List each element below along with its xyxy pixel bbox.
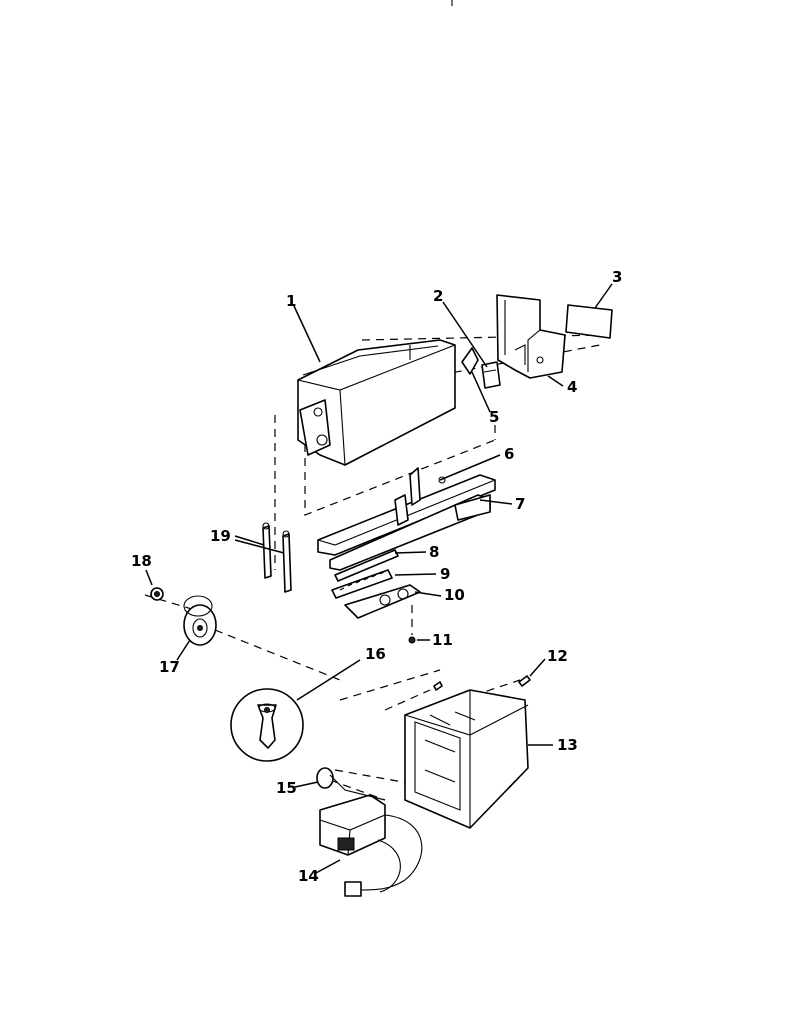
callout-8: 8	[429, 543, 439, 561]
callout-3: 3	[612, 268, 622, 286]
callout-10: 10	[444, 586, 465, 604]
callout-19: 19	[210, 527, 231, 545]
callout-18: 18	[131, 552, 152, 570]
callout-1: 1	[286, 292, 296, 310]
callout-16: 16	[365, 645, 386, 663]
part-6-auger-bar	[317, 467, 496, 556]
part-17-wheel	[183, 595, 217, 646]
callout-11: 11	[432, 631, 453, 649]
part-15-gear	[316, 767, 386, 801]
callout-6: 6	[504, 445, 514, 463]
part-3-cover-plate	[565, 304, 613, 339]
callout-labels: 1 2 3 4 5 6 7 8 9 10 11 12 13 14 15 16 1…	[131, 268, 622, 885]
assembly-guide-lines	[144, 334, 601, 801]
callout-5: 5	[489, 408, 499, 426]
callout-7: 7	[515, 495, 525, 513]
callout-4: 4	[567, 378, 577, 396]
part-11-screw	[408, 636, 416, 644]
part-13-motor-housing	[404, 689, 529, 829]
part-7-slide-bar	[329, 494, 491, 571]
callout-15: 15	[276, 779, 297, 797]
part-10-mounting-plate	[344, 584, 421, 619]
callout-17: 17	[159, 658, 180, 676]
part-12-screws	[433, 675, 531, 691]
part-1-ice-bin	[297, 339, 456, 466]
callout-2: 2	[433, 287, 443, 305]
part-5-clip	[461, 347, 479, 375]
part-18-nut	[150, 587, 164, 601]
part-4-end-housing	[496, 294, 566, 379]
callout-12: 12	[547, 647, 568, 665]
part-8-rod	[334, 549, 399, 582]
callout-13: 13	[557, 736, 578, 754]
part-9-spring	[331, 569, 393, 599]
callout-14: 14	[298, 867, 319, 885]
part-19-rods	[262, 522, 292, 593]
part-16-detail-bushing	[230, 688, 304, 762]
part-2-bracket	[481, 361, 501, 389]
leader-lines	[145, 283, 613, 874]
part-14-motor	[319, 794, 423, 897]
callout-9: 9	[440, 565, 450, 583]
